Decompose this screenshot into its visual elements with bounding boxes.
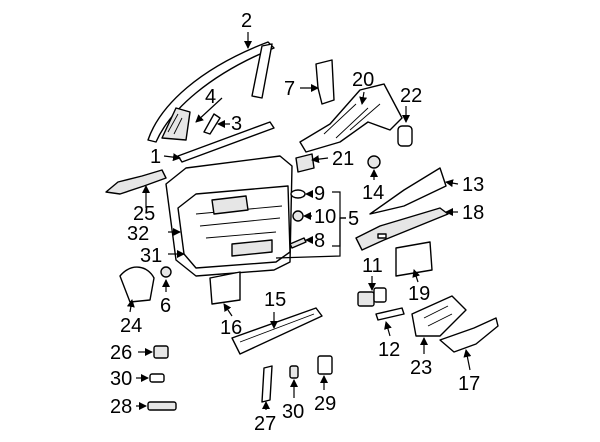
callout-9: 9 [314, 183, 325, 205]
part-vertical-strip [261, 365, 273, 403]
part-control-panel [411, 295, 467, 337]
callout-19: 19 [408, 283, 430, 305]
callout-18: 18 [462, 202, 484, 224]
callout-29: 29 [314, 393, 336, 415]
part-pin-8 [289, 237, 307, 249]
part-armrest [231, 307, 323, 355]
part-connector-30b [289, 365, 299, 379]
part-upper-duct [299, 83, 403, 153]
part-clip-6 [160, 266, 172, 278]
leader-lines [126, 32, 472, 410]
callout-15: 15 [264, 289, 286, 311]
part-upper-trim [105, 169, 167, 195]
callout-5: 5 [348, 208, 359, 230]
part-mirror-cover [161, 107, 191, 141]
callout-14: 14 [362, 182, 384, 204]
part-switch-block [153, 345, 169, 359]
part-small-trim [203, 113, 221, 135]
callout-24: 24 [120, 315, 142, 337]
callout-labels: 2 4 3 1 25 32 31 6 24 16 15 7 20 22 21 1… [110, 10, 484, 435]
callout-7: 7 [284, 78, 295, 100]
part-switch-bezel [295, 153, 315, 173]
part-trim-pad [147, 401, 177, 411]
callout-21: 21 [332, 148, 354, 170]
callout-12: 12 [378, 339, 400, 361]
callout-23: 23 [410, 357, 432, 379]
callout-25: 25 [133, 203, 155, 225]
callout-30-right: 30 [282, 401, 304, 423]
part-door-panel [165, 155, 293, 277]
callout-2: 2 [241, 10, 252, 32]
part-door-pocket [395, 241, 433, 277]
callout-28: 28 [110, 396, 132, 418]
part-bracket [315, 59, 335, 105]
part-switch-11b [373, 287, 387, 303]
callout-3: 3 [231, 113, 242, 135]
part-speaker-grille [209, 271, 241, 305]
callout-26: 26 [110, 342, 132, 364]
callout-32: 32 [127, 223, 149, 245]
part-long-trim [369, 167, 447, 215]
part-clip-9 [290, 189, 306, 199]
part-knob [367, 155, 381, 169]
callout-1: 1 [150, 146, 161, 168]
part-vent [397, 125, 413, 147]
part-connector-30 [149, 373, 165, 383]
callout-11: 11 [362, 255, 383, 277]
callout-16: 16 [220, 317, 242, 339]
callout-22: 22 [400, 85, 422, 107]
callout-20: 20 [352, 69, 374, 91]
callout-30-left: 30 [110, 368, 132, 390]
part-pull-handle [439, 317, 499, 353]
part-screw-10 [292, 210, 304, 222]
callout-27: 27 [254, 413, 276, 435]
part-module-29 [317, 355, 333, 375]
callout-6: 6 [160, 295, 171, 317]
part-bar-12 [375, 307, 405, 321]
callout-4: 4 [205, 86, 216, 108]
callout-13: 13 [462, 174, 484, 196]
callout-8: 8 [314, 230, 325, 252]
callout-17: 17 [458, 373, 480, 395]
part-belt-strip [177, 121, 275, 163]
callout-31: 31 [140, 245, 162, 267]
callout-10: 10 [314, 206, 336, 228]
part-switch-11 [357, 291, 375, 307]
part-mirror-shell [119, 266, 155, 303]
